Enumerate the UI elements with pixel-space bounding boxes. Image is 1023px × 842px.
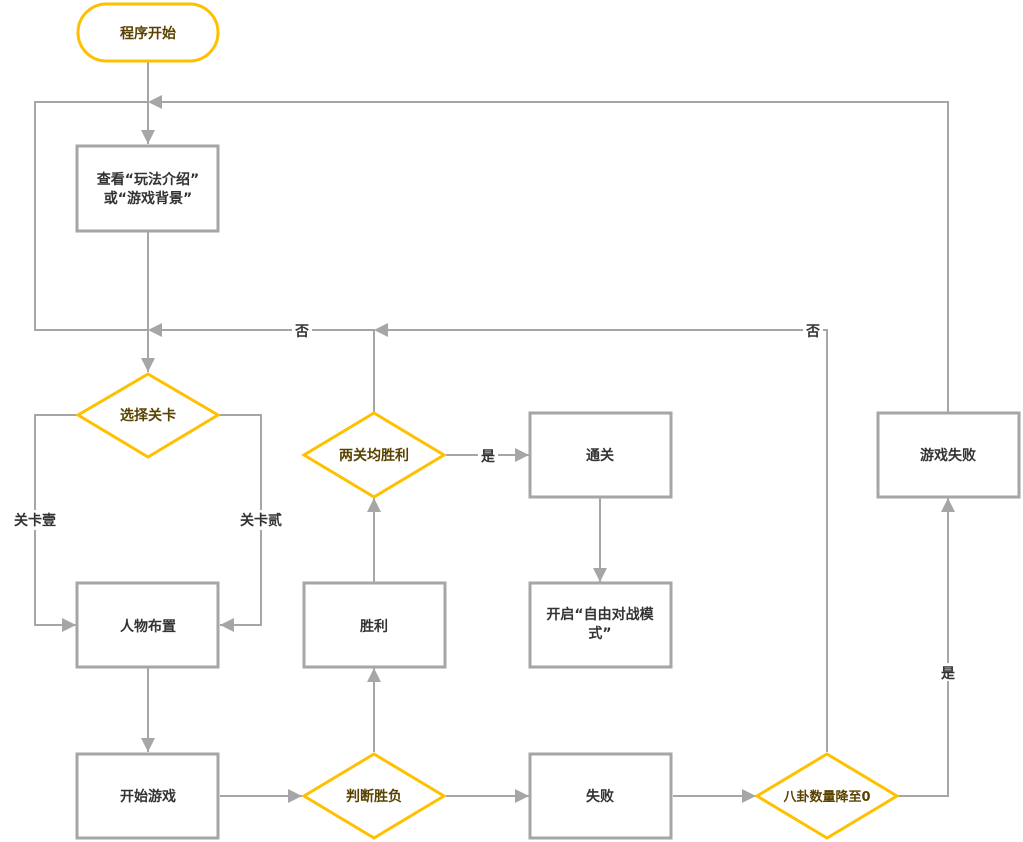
arrowhead-down-icon [141, 130, 155, 144]
edge-label-level-two: 关卡贰 [240, 512, 282, 529]
node-label: 胜利 [360, 618, 388, 635]
node-clear[interactable]: 通关 [528, 411, 673, 499]
arrowhead-down-icon [141, 358, 155, 372]
node-gossip-zero[interactable]: 八卦数量降至0 [754, 752, 900, 840]
arrowhead-left-icon [148, 323, 162, 337]
arrowhead-left-icon [374, 323, 388, 337]
node-label-line-2: 式” [588, 625, 611, 642]
node-label: 开始游戏 [120, 788, 176, 805]
decision-shape [301, 752, 447, 840]
edge-labels: 关卡壹 关卡贰 否 是 否 是 [10, 321, 958, 682]
process-shape [528, 411, 673, 499]
decision-shape [75, 372, 221, 459]
process-shape [75, 752, 220, 840]
edge-label-level-one: 关卡壹 [14, 512, 56, 529]
node-label: 人物布置 [120, 618, 176, 635]
arrowhead-right-icon [515, 789, 529, 803]
node-label: 判断胜负 [346, 788, 402, 805]
edge-gossip-yes [898, 498, 949, 797]
edge-intro-loop [34, 101, 148, 331]
node-label: 选择关卡 [120, 407, 176, 424]
node-label: 通关 [586, 447, 614, 464]
node-start-game[interactable]: 开始游戏 [75, 752, 220, 840]
node-label: 两关均胜利 [339, 447, 409, 464]
edge-label-bothwon-no: 否 [294, 324, 309, 340]
node-select-level[interactable]: 选择关卡 [75, 372, 221, 459]
node-start[interactable]: 程序开始 [76, 2, 220, 63]
node-place-characters[interactable]: 人物布置 [75, 581, 220, 669]
node-label-line-2: 或“游戏背景” [104, 190, 192, 207]
process-shape [302, 581, 447, 669]
edge-label-gossip-no: 否 [805, 324, 820, 340]
arrowhead-left-icon [220, 618, 234, 632]
edge-label-bothwon-yes: 是 [481, 449, 496, 465]
arrowhead-up-icon [367, 498, 381, 512]
arrowhead-right-icon [515, 448, 529, 462]
decision-shape [754, 752, 900, 840]
edge-label-gossip-yes: 是 [941, 666, 956, 682]
process-shape [528, 752, 673, 840]
node-lose[interactable]: 失败 [528, 752, 673, 840]
terminal-shape [76, 2, 220, 63]
edge-gossip-no [378, 329, 828, 752]
node-win[interactable]: 胜利 [302, 581, 447, 669]
node-view-intro[interactable]: 查看“玩法介绍” 或“游戏背景” [75, 144, 220, 233]
arrowhead-up-icon [941, 498, 955, 512]
edge-gameover-loop [152, 101, 949, 412]
process-shape [528, 581, 673, 669]
node-label: 失败 [586, 788, 615, 805]
arrowheads [62, 95, 955, 803]
arrowhead-down-icon [593, 568, 607, 582]
node-label-line-1: 开启“自由对战模 [546, 606, 654, 623]
node-free-mode[interactable]: 开启“自由对战模 式” [528, 581, 673, 669]
node-label: 游戏失败 [920, 447, 977, 464]
decision-shape [301, 411, 447, 499]
arrowhead-up-icon [367, 668, 381, 682]
arrowhead-right-icon [288, 789, 302, 803]
node-both-won[interactable]: 两关均胜利 [301, 411, 447, 499]
node-label: 八卦数量降至0 [782, 789, 870, 805]
node-judge[interactable]: 判断胜负 [301, 752, 447, 840]
node-label-line-1: 查看“玩法介绍” [97, 171, 199, 188]
process-shape [75, 144, 220, 233]
process-shape [75, 581, 220, 669]
arrowhead-left-icon [148, 95, 162, 109]
arrowhead-down-icon [141, 738, 155, 752]
arrowhead-right-icon [742, 789, 756, 803]
arrowhead-right-icon [62, 618, 76, 632]
node-game-over[interactable]: 游戏失败 [876, 411, 1021, 499]
process-shape [876, 411, 1021, 499]
node-label: 程序开始 [120, 25, 176, 42]
